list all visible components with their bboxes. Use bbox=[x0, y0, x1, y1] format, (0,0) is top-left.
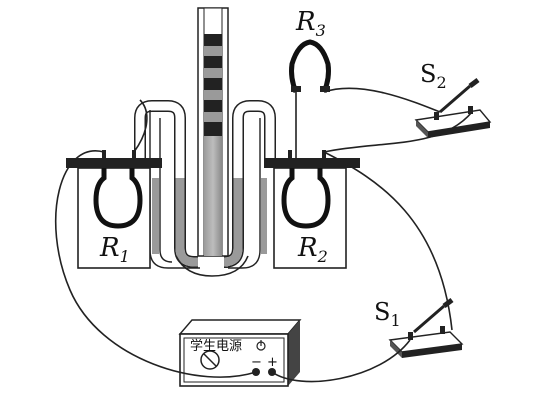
psu-title: 学生电源 bbox=[190, 338, 242, 354]
s1-label: S1 bbox=[374, 298, 401, 330]
left-u-tube bbox=[134, 100, 200, 269]
r1-label: R1 bbox=[99, 233, 130, 266]
s2-label: S2 bbox=[420, 60, 447, 92]
r3-resistor bbox=[289, 39, 331, 93]
r2-container bbox=[264, 150, 360, 269]
power-supply bbox=[178, 319, 302, 387]
psu-plus-label: + bbox=[267, 355, 278, 370]
r3-label: R3 bbox=[295, 7, 326, 40]
r2-label: R2 bbox=[297, 233, 328, 266]
s1-switch[interactable] bbox=[388, 298, 464, 358]
central-tube bbox=[197, 7, 229, 257]
s2-switch[interactable] bbox=[414, 78, 492, 138]
r1-container bbox=[66, 150, 162, 269]
tube-bottom-bend bbox=[175, 255, 249, 277]
right-u-tube bbox=[223, 100, 276, 269]
psu-minus-label: − bbox=[251, 355, 262, 370]
wires bbox=[54, 87, 473, 383]
